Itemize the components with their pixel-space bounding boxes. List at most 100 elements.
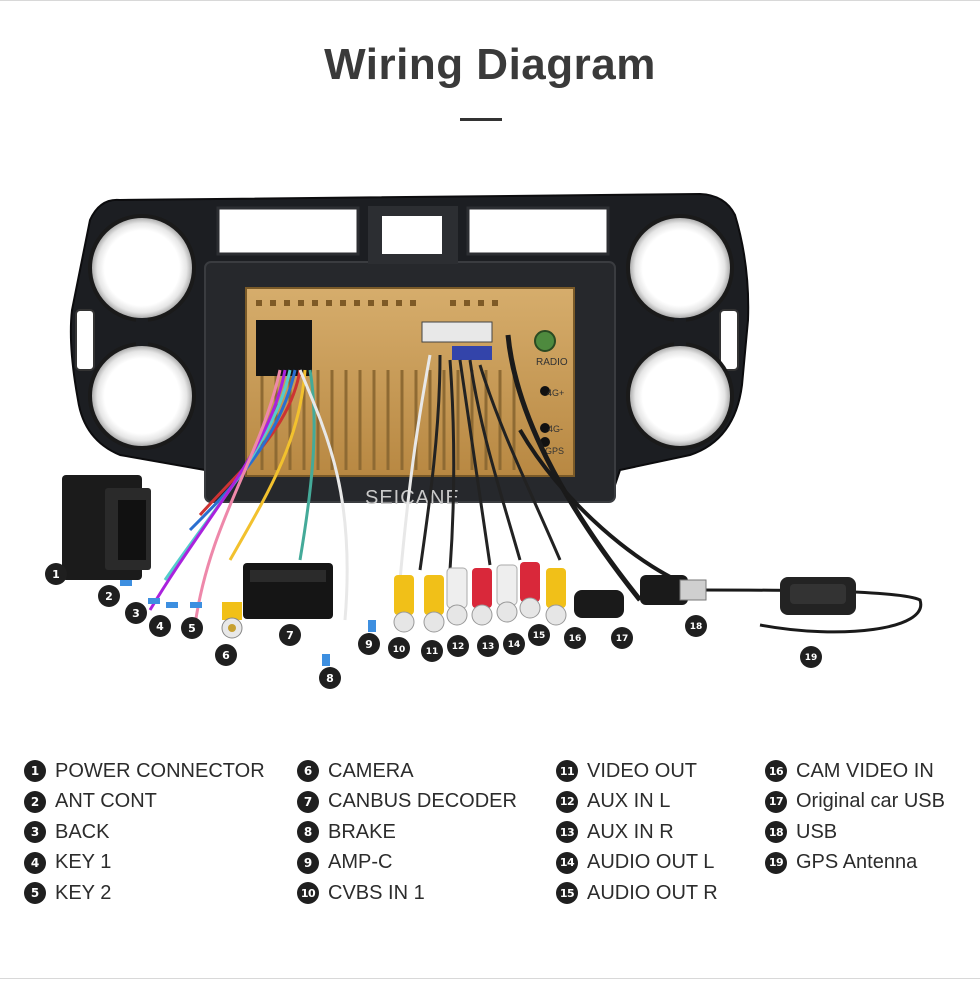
legend-label: VIDEO OUT [587, 759, 698, 782]
legend-number-badge: 5 [24, 882, 46, 905]
callout-2: 2 [98, 585, 120, 607]
callout-text-2: 2 [105, 590, 113, 603]
legend-label: ANT CONT [55, 790, 157, 813]
callout-text-17: 17 [616, 634, 629, 644]
legend-number-badge: 7 [297, 790, 319, 813]
watermark: SEICANE [365, 487, 460, 509]
callout-14: 14 [503, 633, 525, 655]
callout-15: 15 [528, 624, 550, 646]
power-connector [62, 475, 151, 580]
diagram-callouts: 1 2 3 4 5 6 7 8 9 10 11 12 13 14 15 16 1… [45, 563, 822, 689]
legend-label: AMP-C [328, 851, 393, 874]
wiring-diagram-illustration: RADIO 4G+ 4G- GPS SEICANE [0, 170, 980, 710]
legend-label: AUX IN R [587, 820, 674, 843]
gps-port-label: GPS [545, 446, 564, 456]
legend-number-badge: 8 [297, 821, 319, 844]
4g-minus-port-label: 4G- [548, 424, 563, 434]
legend-item: 19 GPS Antenna [765, 848, 945, 879]
legend-number-badge: 19 [765, 851, 787, 874]
legend-number-badge: 17 [765, 790, 787, 813]
callout-text-15: 15 [533, 631, 546, 641]
callout-text-7: 7 [286, 629, 294, 642]
callout-12: 12 [447, 635, 469, 657]
legend-item: 5 KEY 2 [24, 878, 265, 909]
callout-7: 7 [279, 624, 301, 646]
callout-text-18: 18 [690, 622, 703, 632]
callout-17: 17 [611, 627, 633, 649]
legend-item: 17 Original car USB [765, 787, 945, 818]
legend-item: 8 BRAKE [297, 817, 517, 848]
legend-label: CANBUS DECODER [328, 790, 517, 813]
callout-text-1: 1 [52, 568, 60, 581]
top-divider [0, 0, 980, 1]
legend-item: 9 AMP-C [297, 848, 517, 879]
callout-text-8: 8 [326, 672, 334, 685]
radio-port-label: RADIO [536, 357, 568, 368]
head-unit-board [245, 287, 575, 477]
4g-plus-port-label: 4G+ [547, 388, 564, 398]
legend-number-badge: 12 [556, 790, 578, 813]
callout-text-16: 16 [569, 634, 582, 644]
callout-text-10: 10 [393, 645, 406, 655]
camera-rca-plug [221, 602, 243, 639]
legend-label: GPS Antenna [796, 851, 918, 874]
rca-plug-group [393, 562, 567, 633]
callout-5: 5 [181, 617, 203, 639]
legend-item: 6 CAMERA [297, 756, 517, 787]
legend-item: 7 CANBUS DECODER [297, 787, 517, 818]
legend-number-badge: 2 [24, 790, 46, 813]
legend-number-badge: 10 [297, 882, 319, 905]
legend-number-badge: 6 [297, 760, 319, 783]
legend-item: 3 BACK [24, 817, 265, 848]
vent-rings [88, 214, 734, 450]
legend-item: 10 CVBS IN 1 [297, 878, 517, 909]
legend-item: 11 VIDEO OUT [556, 756, 718, 787]
callout-4: 4 [149, 615, 171, 637]
callout-13: 13 [477, 635, 499, 657]
wire-bundle [148, 334, 923, 634]
legend-label: Original car USB [796, 790, 945, 813]
callout-text-6: 6 [222, 649, 230, 662]
legend-label: CVBS IN 1 [328, 881, 425, 904]
callout-text-11: 11 [426, 647, 439, 657]
legend-label: BRAKE [328, 820, 396, 843]
legend-label: KEY 2 [55, 881, 112, 904]
callout-text-5: 5 [188, 622, 196, 635]
legend-label: BACK [55, 820, 110, 843]
legend-label: CAMERA [328, 759, 414, 782]
legend-label: AUX IN L [587, 790, 671, 813]
legend-number-badge: 11 [556, 760, 578, 783]
legend-item: 12 AUX IN L [556, 787, 718, 818]
legend-item: 13 AUX IN R [556, 817, 718, 848]
legend-column-2: 6 CAMERA 7 CANBUS DECODER 8 BRAKE 9 AMP-C 10… [297, 756, 517, 909]
callout-text-4: 4 [156, 620, 164, 633]
callout-1: 1 [45, 563, 67, 585]
callout-16: 16 [564, 627, 586, 649]
callout-text-3: 3 [132, 607, 140, 620]
legend-number-badge: 13 [556, 821, 578, 844]
legend-item: 2 ANT CONT [24, 787, 265, 818]
callout-text-12: 12 [452, 642, 465, 652]
legend-label: USB [796, 820, 838, 843]
legend-label: KEY 1 [55, 851, 112, 874]
legend-number-badge: 9 [297, 851, 319, 874]
callout-11: 11 [421, 640, 443, 662]
legend-number-badge: 15 [556, 882, 578, 905]
wire-terminals [120, 580, 376, 666]
legend-number-badge: 3 [24, 821, 46, 844]
legend-label: POWER CONNECTOR [55, 759, 265, 782]
callout-text-13: 13 [482, 642, 495, 652]
title-underline [460, 118, 502, 121]
callout-3: 3 [125, 602, 147, 624]
legend-label: AUDIO OUT R [587, 881, 718, 904]
callout-19: 19 [800, 646, 822, 668]
